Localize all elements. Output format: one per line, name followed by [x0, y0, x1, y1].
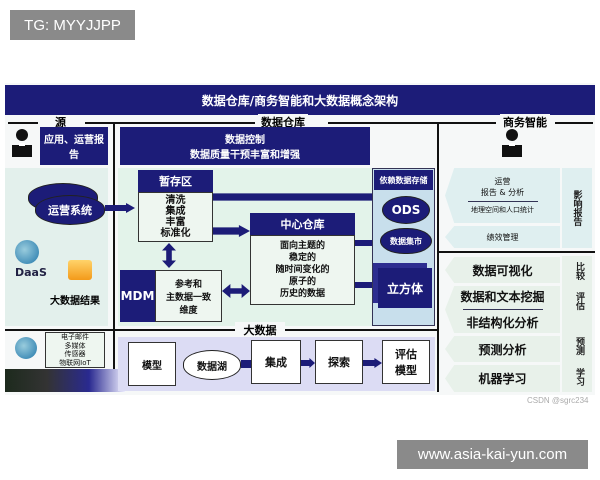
arrow-explore-evaluate	[363, 358, 382, 368]
divider	[85, 122, 255, 124]
bigdata-integrate: 集成	[251, 340, 301, 384]
divider	[8, 122, 38, 124]
dependent-store-title: 依赖数据存储	[374, 170, 433, 190]
divider	[438, 251, 595, 253]
data-mart-db: 数据集市	[380, 228, 432, 254]
predictive-analytics: 预测分析	[445, 336, 560, 362]
data-lake-db: 数据湖	[183, 350, 241, 380]
side-label-panel	[562, 256, 592, 392]
arrow-mdm-central	[222, 284, 250, 298]
data-visualization: 数据可视化	[445, 257, 560, 283]
impact-report-panel: 影响报告	[562, 168, 592, 248]
bigdata-results: 大数据结果	[50, 296, 100, 307]
side-compare: 比较	[574, 262, 584, 280]
performance-management: 绩效管理	[445, 226, 560, 248]
unstructured-sources: 电子邮件多媒体传感器物联网IoT	[45, 332, 105, 368]
staging-area: 清洗集成丰富标准化	[138, 192, 213, 242]
globe-icon	[15, 337, 37, 359]
side-learn: 学习	[574, 368, 584, 386]
divider	[5, 329, 438, 331]
bi-user-icon	[502, 129, 522, 157]
impact-report-label: 影响报告	[571, 190, 582, 226]
daas-label: DaaS	[15, 266, 47, 279]
big-data-label: 大数据	[235, 322, 285, 337]
watermark-top-left: TG: MYYJJPP	[10, 10, 135, 40]
diagram-title: 数据仓库/商务智能和大数据概念架构	[5, 85, 595, 115]
cube: 立方体	[378, 268, 432, 308]
section-warehouse: 数据仓库	[258, 114, 308, 130]
central-warehouse-title: 中心仓库	[250, 213, 355, 235]
side-predict: 预测	[574, 337, 584, 355]
divider	[555, 122, 593, 124]
video-overlay	[5, 369, 125, 392]
csdn-watermark: CSDN @sgrc234	[527, 396, 589, 405]
arrow-lake-integrate	[241, 360, 251, 368]
ops-system-db: 运营系统	[35, 195, 105, 225]
machine-learning: 机器学习	[445, 365, 560, 392]
ops-report-analysis: 运营报告 & 分析 地理空间和人口统计	[445, 168, 560, 223]
divider	[437, 124, 439, 392]
arrow-integrate-explore	[301, 358, 315, 368]
arrow-ops-staging	[105, 203, 135, 213]
arrow-staging-ods	[213, 191, 383, 203]
daas-globe-icon	[15, 240, 39, 264]
app-ops-report: 应用、运营报告	[40, 127, 108, 165]
divider	[113, 124, 115, 392]
text-mining: 数据和文本挖掘 非结构化分析	[445, 286, 560, 333]
bigdata-explore: 探索	[315, 340, 363, 384]
divider	[328, 122, 496, 124]
bigdata-evaluate-model: 评估模型	[382, 340, 430, 384]
section-source: 源	[55, 116, 66, 129]
arrow-central-cube	[355, 280, 380, 290]
user-icon	[12, 129, 32, 157]
mdm-label: MDM	[120, 270, 155, 322]
ods-db: ODS	[382, 196, 430, 224]
bigdata-model: 模型	[128, 342, 176, 386]
side-evaluate: 评估	[574, 292, 584, 310]
data-control: 数据控制数据质量干预丰富和增强	[120, 127, 370, 165]
arrow-central-mart	[355, 238, 380, 248]
mdm-desc: 参考和主数据一致维度	[155, 270, 222, 322]
section-bi: 商务智能	[500, 114, 550, 130]
arrow-staging-central	[213, 225, 250, 237]
watermark-bottom-right: www.asia-kai-yun.com	[397, 440, 588, 469]
central-warehouse: 面向主题的稳定的随时间变化的原子的历史的数据	[250, 235, 355, 305]
staging-title: 暂存区	[138, 170, 213, 192]
folder-icon	[68, 260, 92, 280]
arrow-staging-mdm	[162, 243, 176, 268]
